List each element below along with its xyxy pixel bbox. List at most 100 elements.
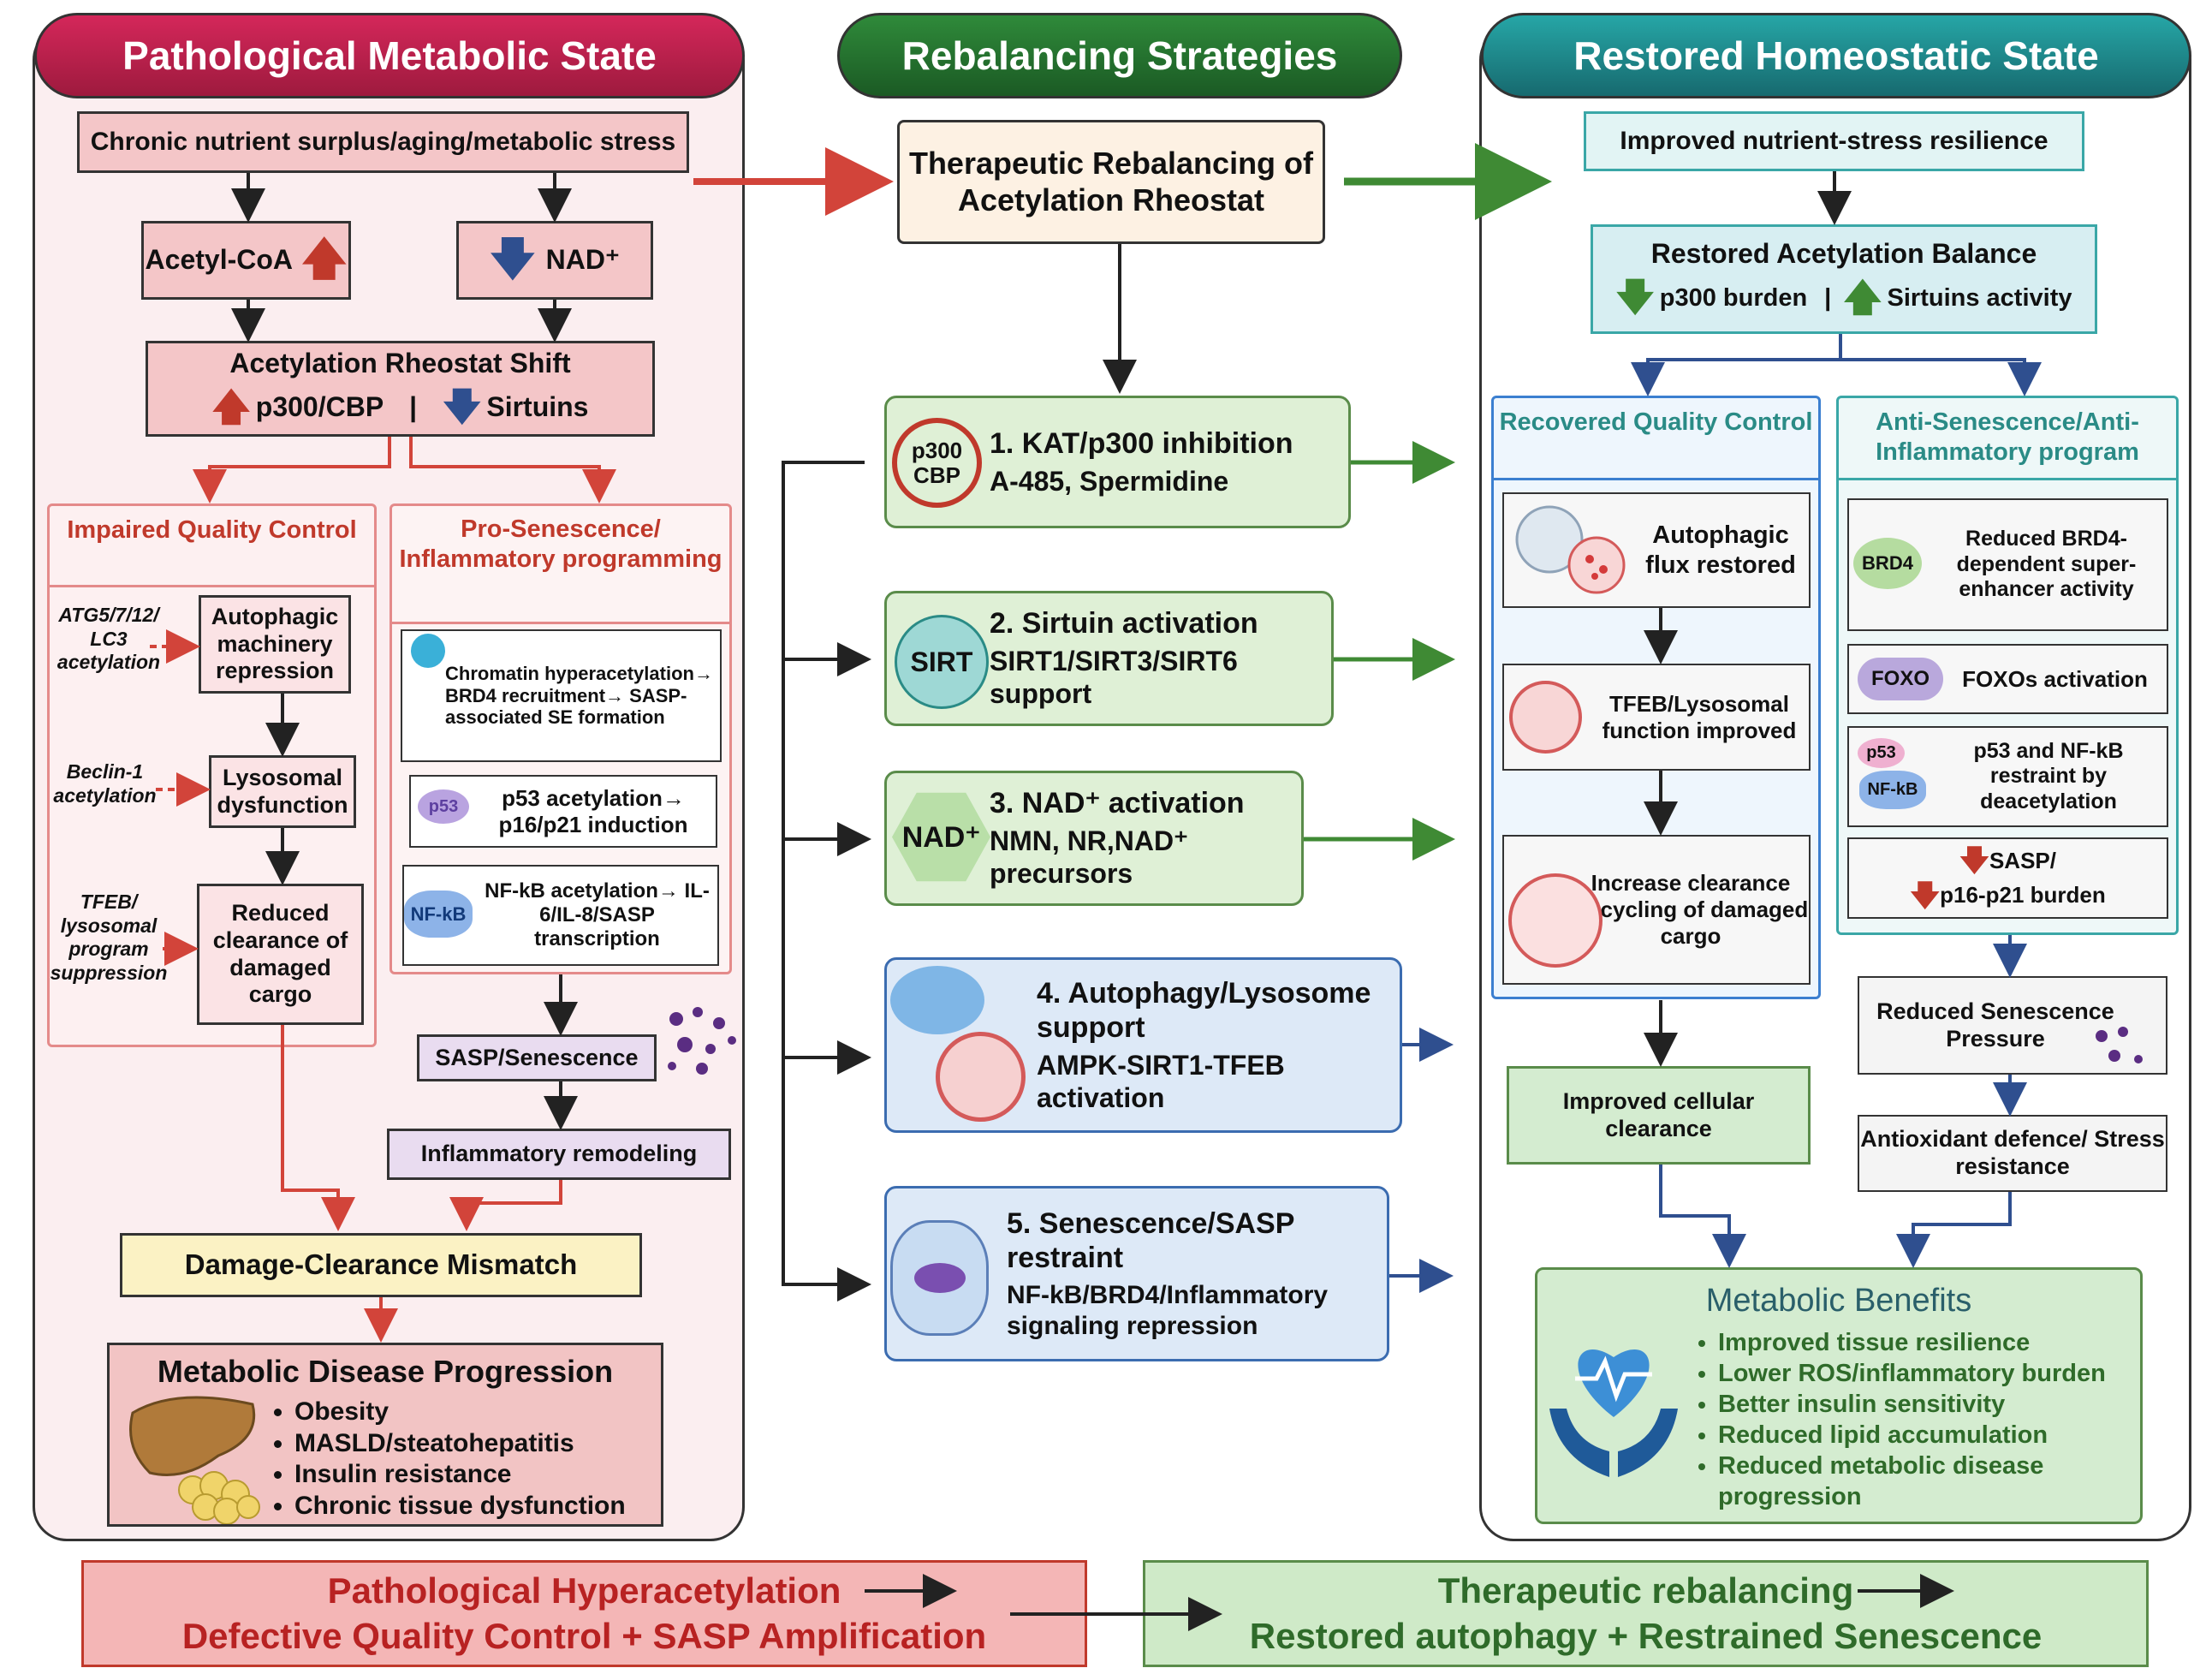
foxo-box: FOXOs activation — [1847, 644, 2168, 714]
strategy-4-detail: AMPK-SIRT1-TFEB activation — [1037, 1049, 1285, 1113]
acetyl-coa-box: Acetyl-CoA 🡅 — [141, 221, 351, 300]
p53-icon: p53 — [418, 789, 469, 824]
bottom-right-line2: Restored autophagy + Restrained Senescen… — [1249, 1615, 2043, 1656]
benefits-list: Improved tissue resilienceLower ROS/infl… — [1687, 1328, 2155, 1513]
nad-box: 🡇 NAD⁺ — [456, 221, 653, 300]
benefit-list-item: Reduced metabolic disease progression — [1718, 1451, 2155, 1513]
heart-hands-svg — [1549, 1349, 1678, 1477]
lysosome-icon — [936, 1032, 1026, 1122]
disease-list-item: Obesity — [294, 1397, 626, 1428]
p16-row: 🡇p16-p21 burden — [1910, 879, 2106, 913]
divider: | — [409, 391, 418, 422]
sasp-senescence-box: SASP/Senescence — [417, 1034, 657, 1081]
pro-senescence-title: Pro-Senescence/ Inflammatory programming — [392, 515, 729, 624]
metabolic-benefits-title: Metabolic Benefits — [1705, 1283, 1972, 1319]
disease-list-item: MASLD/steatohepatitis — [294, 1428, 626, 1460]
nfkb-icon: NF-kB — [404, 891, 473, 938]
up-arrow-icon: 🡅 — [1843, 276, 1882, 319]
therapeutic-rebalancing-box: Therapeutic Rebalancing of Acetylation R… — [897, 120, 1325, 244]
autophagic-repression-box: Autophagic machinery repression — [199, 595, 351, 694]
sirtuins-label: Sirtuins — [486, 391, 589, 422]
tfeb-suppression-label: TFEB/ lysosomal program suppression — [50, 891, 168, 984]
rheostat-shift-box: Acetylation Rheostat Shift 🡅 p300/CBP | … — [146, 341, 655, 437]
sirt-icon: SIRT — [895, 615, 989, 709]
p300-burden-label: p300 burden — [1659, 283, 1808, 312]
p53-icon: p53 — [1858, 738, 1905, 768]
impaired-qc-title: Impaired Quality Control — [50, 513, 374, 587]
strategy-2-detail: SIRT1/SIRT3/SIRT6 support — [990, 646, 1238, 710]
nad-label: NAD⁺ — [545, 244, 620, 276]
particles-icon — [2089, 1023, 2149, 1070]
clearance-lysosome-icon — [1508, 873, 1603, 968]
bottom-left-line2: Defective Quality Control + SASP Amplifi… — [181, 1615, 987, 1656]
particles-svg — [668, 1007, 736, 1075]
autophagosome-svg — [1515, 505, 1626, 594]
sasp-burden-box: 🡇SASP/ 🡇p16-p21 burden — [1847, 837, 2168, 919]
benefit-list-item: Reduced lipid accumulation — [1718, 1421, 2155, 1451]
disease-list-item: Insulin resistance — [294, 1459, 626, 1491]
inflammatory-remodeling-box: Inflammatory remodeling — [387, 1129, 731, 1180]
bottom-right-line1: Therapeutic rebalancing — [1437, 1570, 1854, 1611]
liver-fat-icon — [124, 1387, 270, 1524]
mismatch-box: Damage-Clearance Mismatch — [120, 1233, 642, 1297]
stress-box: Chronic nutrient surplus/aging/metabolic… — [77, 111, 689, 173]
reduced-clearance-box: Reduced clearance of damaged cargo — [197, 884, 364, 1025]
metabolic-benefits-box: Metabolic Benefits Improved tissue resil… — [1535, 1267, 2143, 1524]
rheostat-shift-title: Acetylation Rheostat Shift — [229, 348, 571, 379]
rheostat-shift-row: 🡅 p300/CBP | 🡇 Sirtuins — [212, 385, 589, 430]
header-pathological: Pathological Metabolic State — [34, 13, 745, 98]
particles-svg — [2096, 1027, 2143, 1063]
beclin-acetylation-label: Beclin-1 acetylation — [53, 760, 157, 807]
acetylation-balance-title: Restored Acetylation Balance — [1650, 238, 2037, 270]
strategy-3-detail: NMN, NR,NAD⁺ precursors — [990, 825, 1188, 890]
nucleus-icon — [913, 1263, 966, 1293]
up-arrow-icon: 🡅 — [301, 235, 348, 285]
down-arrow-icon: 🡇 — [490, 235, 536, 285]
strategy-5-title: 5. Senescence/SASP restraint — [1007, 1207, 1294, 1275]
down-arrow-icon: 🡇 — [1615, 276, 1655, 319]
strategy-1-title: 1. KAT/p300 inhibition — [990, 426, 1293, 460]
down-arrow-icon: 🡇 — [1959, 844, 1989, 878]
antioxidant-box: Antioxidant defence/ Stress resistance — [1858, 1115, 2167, 1192]
up-arrow-icon: 🡅 — [211, 385, 251, 428]
strategy-3-title: 3. NAD⁺ activation — [990, 787, 1245, 820]
strategy-1-detail: A-485, Spermidine — [990, 465, 1229, 497]
lysosomal-dysfunction-box: Lysosomal dysfunction — [209, 755, 356, 828]
divider: | — [1824, 283, 1832, 312]
acetyl-coa-label: Acetyl-CoA — [145, 244, 293, 276]
strategy-5-detail: NF-kB/BRD4/Inflammatory signaling repres… — [1007, 1281, 1329, 1340]
bottom-pathological-bar: Pathological Hyperacetylation Defective … — [81, 1560, 1087, 1667]
p300-inhibit-icon: p300 CBP — [892, 418, 982, 508]
lysosome-icon — [1509, 681, 1582, 754]
bottom-left-line1: Pathological Hyperacetylation — [327, 1570, 841, 1611]
nfkb-icon: NF-kB — [1859, 771, 1926, 809]
benefit-list-item: Better insulin sensitivity — [1718, 1390, 2155, 1421]
liver-svg — [129, 1396, 260, 1524]
balance-row: 🡇 p300 burden | 🡅 Sirtuins activity — [1616, 276, 2072, 320]
chromatin-icon — [411, 634, 445, 668]
bottom-therapeutic-bar: Therapeutic rebalancing Restored autopha… — [1143, 1560, 2149, 1667]
header-rebalancing: Rebalancing Strategies — [837, 13, 1402, 98]
down-arrow-icon: 🡇 — [1910, 879, 1941, 912]
disease-list-item: Chronic tissue dysfunction — [294, 1491, 626, 1522]
senescent-cell-icon — [890, 1220, 989, 1336]
benefit-list-item: Improved tissue resilience — [1718, 1328, 2155, 1359]
disease-list: ObesityMASLD/steatohepatitisInsulin resi… — [264, 1397, 626, 1522]
mitochondria-icon — [890, 966, 984, 1034]
p16-label: p16-p21 burden — [1940, 882, 2106, 908]
foxo-icon: FOXO — [1858, 658, 1943, 700]
atg-acetylation-label: ATG5/7/12/ LC3 acetylation — [56, 604, 161, 674]
disease-progression-title: Metabolic Disease Progression — [157, 1354, 614, 1389]
strategy-2-title: 2. Sirtuin activation — [990, 607, 1258, 640]
sirtuins-activity-label: Sirtuins activity — [1887, 283, 2072, 312]
header-restored: Restored Homeostatic State — [1481, 13, 2191, 98]
recovered-qc-title: Recovered Quality Control — [1494, 402, 1818, 480]
p300-cbp-label: p300/CBP — [255, 391, 384, 422]
sasp-particles-icon — [659, 1002, 740, 1079]
acetylation-balance-box: Restored Acetylation Balance 🡇 p300 burd… — [1591, 224, 2097, 334]
strategy-4-title: 4. Autophagy/Lysosome support — [1037, 976, 1371, 1044]
anti-senescence-title: Anti-Senescence/Anti-Inflammatory progra… — [1839, 402, 2176, 480]
sasp-row: 🡇SASP/ — [1959, 843, 2056, 878]
chromatin-box: Chromatin hyperacetylation→ BRD4 recruit… — [401, 629, 722, 762]
